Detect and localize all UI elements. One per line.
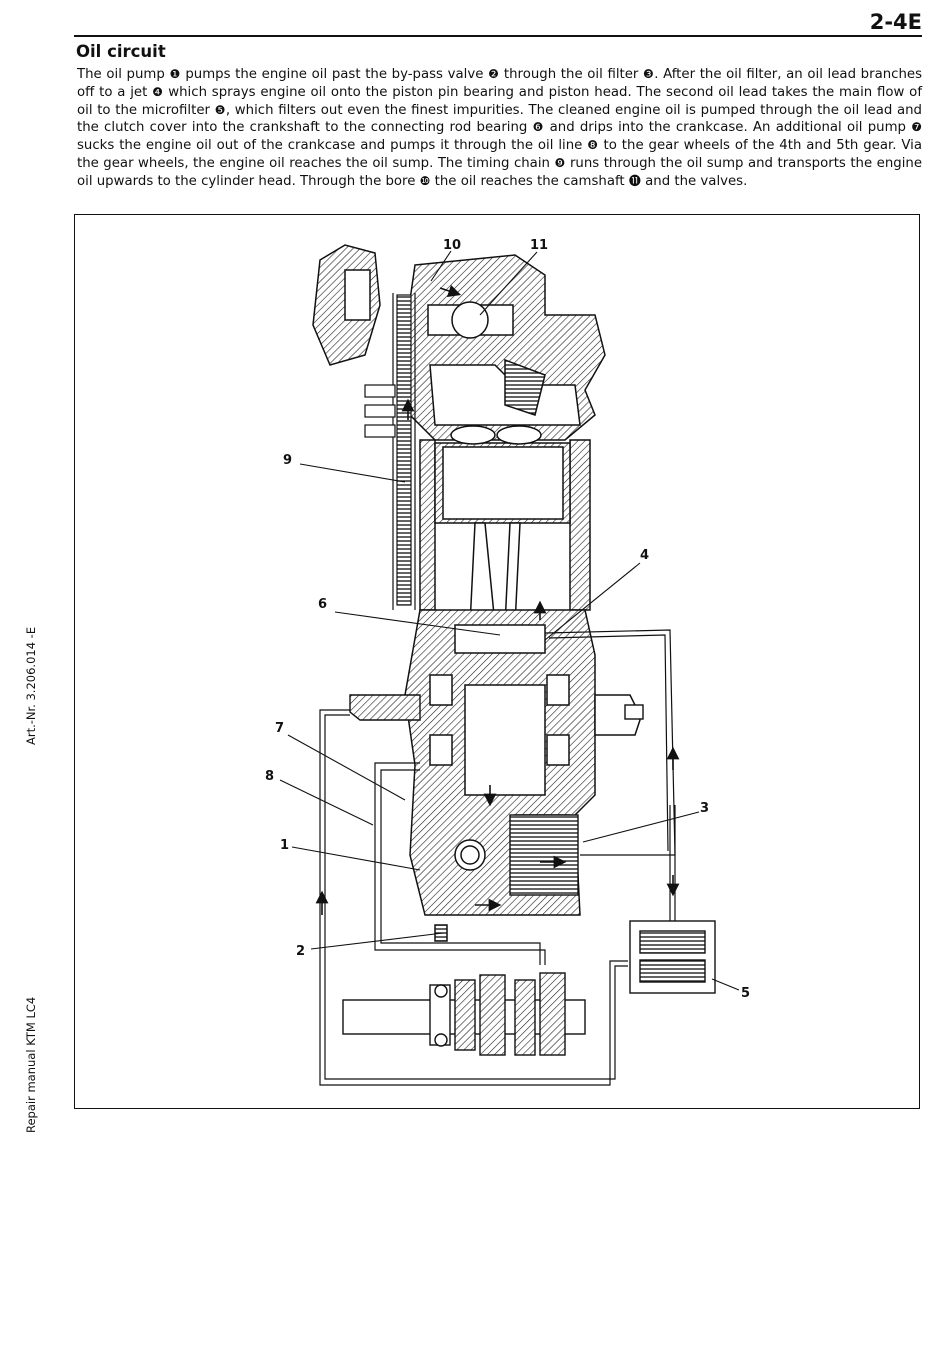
oil-circuit-figure: 10 11 9 4 6 7 8 1 3 2 5 [74, 214, 920, 1109]
reference-marker: ❶ [169, 67, 181, 81]
callout-2: 2 [296, 944, 305, 959]
body-text-segment: pumps the engine oil past the by-pass va… [180, 67, 489, 82]
manual-title: Repair manual KTM LC4 [24, 996, 38, 1133]
section-body: The oil pump ❶ pumps the engine oil past… [77, 66, 922, 191]
reference-marker: ❷ [488, 67, 500, 81]
engine-cutaway-diagram: 10 11 9 4 6 7 8 1 3 2 5 [265, 238, 750, 1086]
body-text-segment: sucks the engine oil out of the crankcas… [77, 138, 588, 154]
body-text-segment: the oil reaches the camshaft [430, 173, 629, 189]
callout-6: 6 [318, 597, 327, 612]
timing-chain [364, 293, 416, 610]
body-text-segment: to the gear wheels of the 4th and 5th ge… [77, 138, 922, 171]
crankshaft-stub [349, 694, 644, 721]
oil-filter-housing [509, 814, 716, 994]
callout-4: 4 [640, 548, 649, 563]
body-text-segment: . After the oil filter, an oil lead bran… [77, 67, 923, 100]
reference-marker: ❼ [911, 120, 922, 135]
reference-marker: ⓫ [628, 173, 641, 188]
flow-arrows [315, 284, 680, 915]
page-number: 2-4E [869, 10, 922, 34]
body-text-segment: The oil pump [77, 67, 170, 82]
callout-5: 5 [741, 986, 750, 1001]
body-text-segment: and the valves. [640, 173, 748, 189]
cylinder [419, 425, 591, 626]
body-text-segment: runs through the oil sump and transports… [77, 155, 923, 189]
reference-marker: ❽ [587, 138, 599, 153]
body-text-segment: , which filters out even the finest impu… [77, 102, 922, 136]
reference-marker: ❻ [532, 120, 545, 135]
callout-10: 10 [443, 238, 461, 253]
body-text-segment: and drips into the crankcase. An additio… [544, 120, 912, 136]
reference-marker: ❾ [554, 155, 566, 170]
section-title: Oil circuit [76, 42, 166, 61]
reference-marker: ❿ [419, 173, 431, 188]
body-text-segment: which sprays engine oil onto the piston … [77, 84, 922, 118]
callout-leaders [279, 250, 740, 991]
reference-marker: ❺ [214, 102, 226, 117]
callout-3: 3 [700, 801, 709, 816]
gearbox [342, 972, 586, 1056]
callout-9: 9 [283, 453, 292, 468]
callout-7: 7 [275, 721, 284, 736]
oil-lines [319, 629, 676, 1086]
reference-marker: ❹ [152, 84, 164, 99]
callout-8: 8 [265, 769, 274, 784]
callout-1: 1 [280, 838, 289, 853]
reference-marker: ❸ [643, 67, 655, 81]
callout-labels: 10 11 9 4 6 7 8 1 3 2 5 [265, 238, 750, 1001]
cylinder-head [312, 244, 606, 441]
callout-11: 11 [530, 238, 548, 253]
article-number: Art.-Nr. 3.206.014 -E [24, 626, 38, 745]
body-text-segment: through the oil filter [499, 67, 644, 82]
header-rule [74, 35, 922, 37]
